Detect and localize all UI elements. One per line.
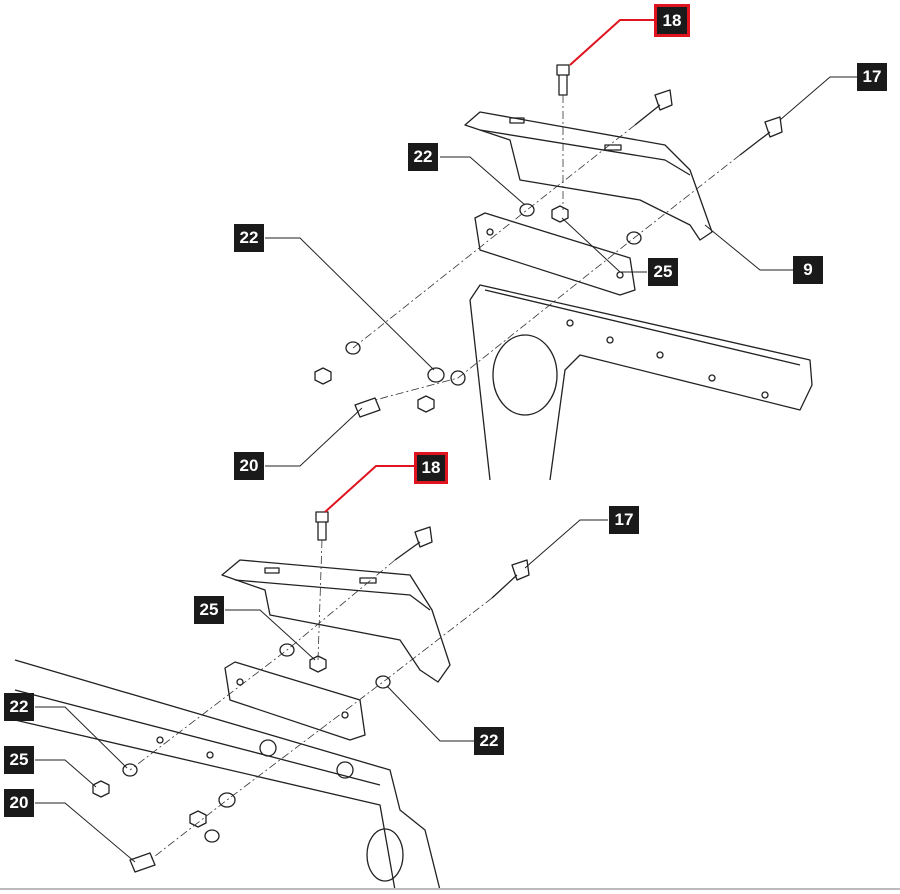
callout-20-lower: 20 xyxy=(4,789,34,817)
callout-22-lower-right: 22 xyxy=(474,727,504,755)
lower-bracket xyxy=(221,559,451,683)
callout-18-lower: 18 xyxy=(414,452,448,484)
callout-22-upper-washer: 22 xyxy=(408,143,438,171)
lower-mounting-plate xyxy=(224,661,366,741)
callout-22-lower-left: 22 xyxy=(4,693,34,721)
callout-17-upper: 17 xyxy=(857,63,887,91)
callout-22-upper-left: 22 xyxy=(234,224,264,252)
lower-fasteners xyxy=(92,511,530,873)
callout-20-upper: 20 xyxy=(234,452,264,480)
leader-lines xyxy=(35,19,857,863)
assembly-centerlines xyxy=(129,95,741,861)
callout-17-lower: 17 xyxy=(609,506,639,534)
upper-frame-rail xyxy=(469,284,813,481)
callout-9-bracket: 9 xyxy=(793,256,823,284)
callout-18-upper: 18 xyxy=(654,4,690,37)
callout-25-lower-mid: 25 xyxy=(194,596,224,624)
callout-25-upper: 25 xyxy=(648,258,678,286)
lower-frame-rail xyxy=(14,659,441,891)
upper-bracket-9 xyxy=(464,111,713,241)
upper-fasteners xyxy=(314,64,783,418)
callout-25-lower-left: 25 xyxy=(4,746,34,774)
upper-mounting-plate xyxy=(474,212,636,296)
